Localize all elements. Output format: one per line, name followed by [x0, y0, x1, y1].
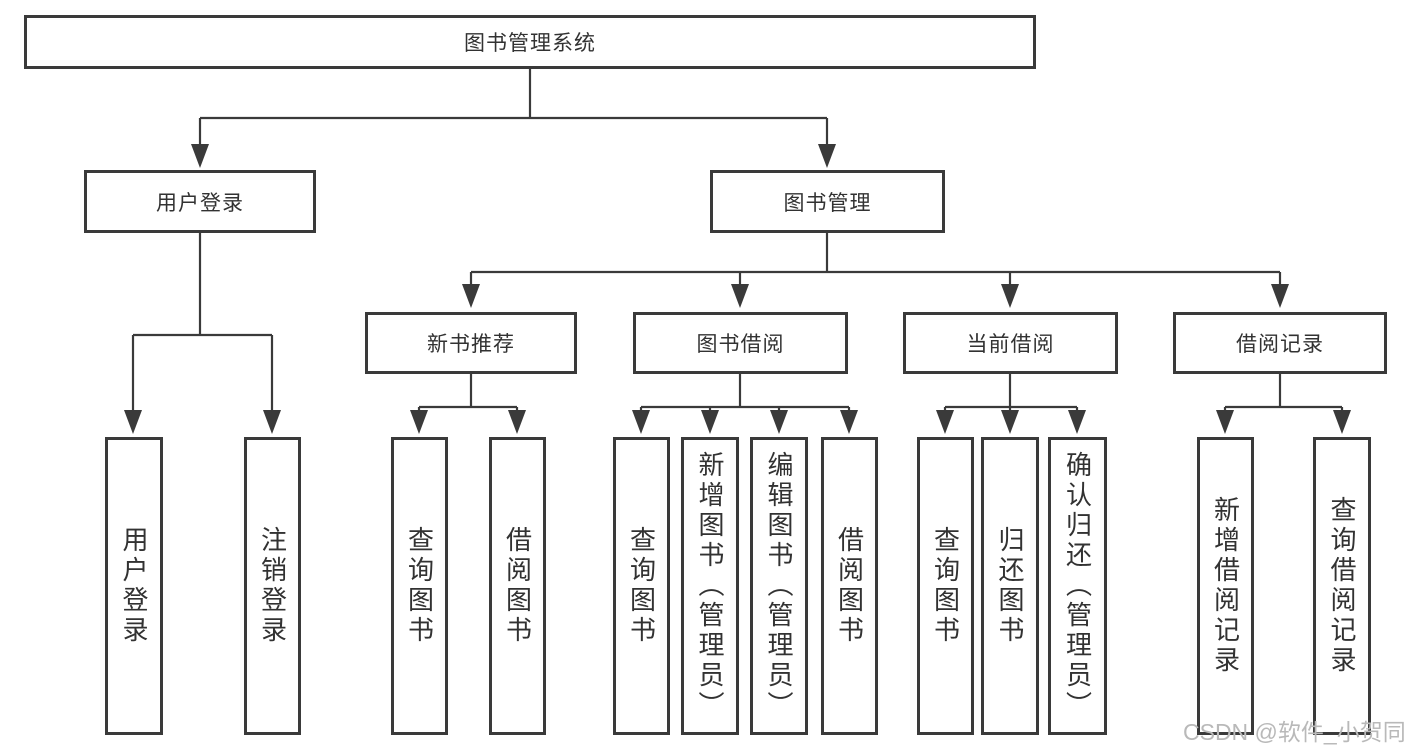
csdn-watermark: CSDN @软件_小贺同学 [1183, 719, 1405, 745]
node-user-login: 用户登录 [84, 170, 316, 233]
leaf-user-login: 用户登录 [105, 437, 163, 735]
leaf-logout: 注销登录 [244, 437, 301, 735]
leaf-confirm-return-admin: 确认归还（管理员） [1048, 437, 1107, 735]
node-book-management: 图书管理 [710, 170, 945, 233]
leaf-query-book-recommend: 查询图书 [391, 437, 448, 735]
leaf-edit-book-admin: 编辑图书（管理员） [750, 437, 808, 735]
node-current-borrow: 当前借阅 [903, 312, 1118, 374]
leaf-borrow-book: 借阅图书 [821, 437, 878, 735]
leaf-add-book-admin: 新增图书（管理员） [681, 437, 739, 735]
leaf-query-book-current: 查询图书 [917, 437, 974, 735]
node-new-book-recommend: 新书推荐 [365, 312, 577, 374]
leaf-query-book-borrow: 查询图书 [613, 437, 670, 735]
node-book-borrow: 图书借阅 [633, 312, 848, 374]
leaf-borrow-book-recommend: 借阅图书 [489, 437, 546, 735]
node-root: 图书管理系统 [24, 15, 1036, 69]
leaf-add-borrow-record: 新增借阅记录 [1197, 437, 1254, 735]
leaf-query-borrow-record: 查询借阅记录 [1313, 437, 1371, 735]
leaf-return-book: 归还图书 [981, 437, 1039, 735]
node-borrow-records: 借阅记录 [1173, 312, 1387, 374]
